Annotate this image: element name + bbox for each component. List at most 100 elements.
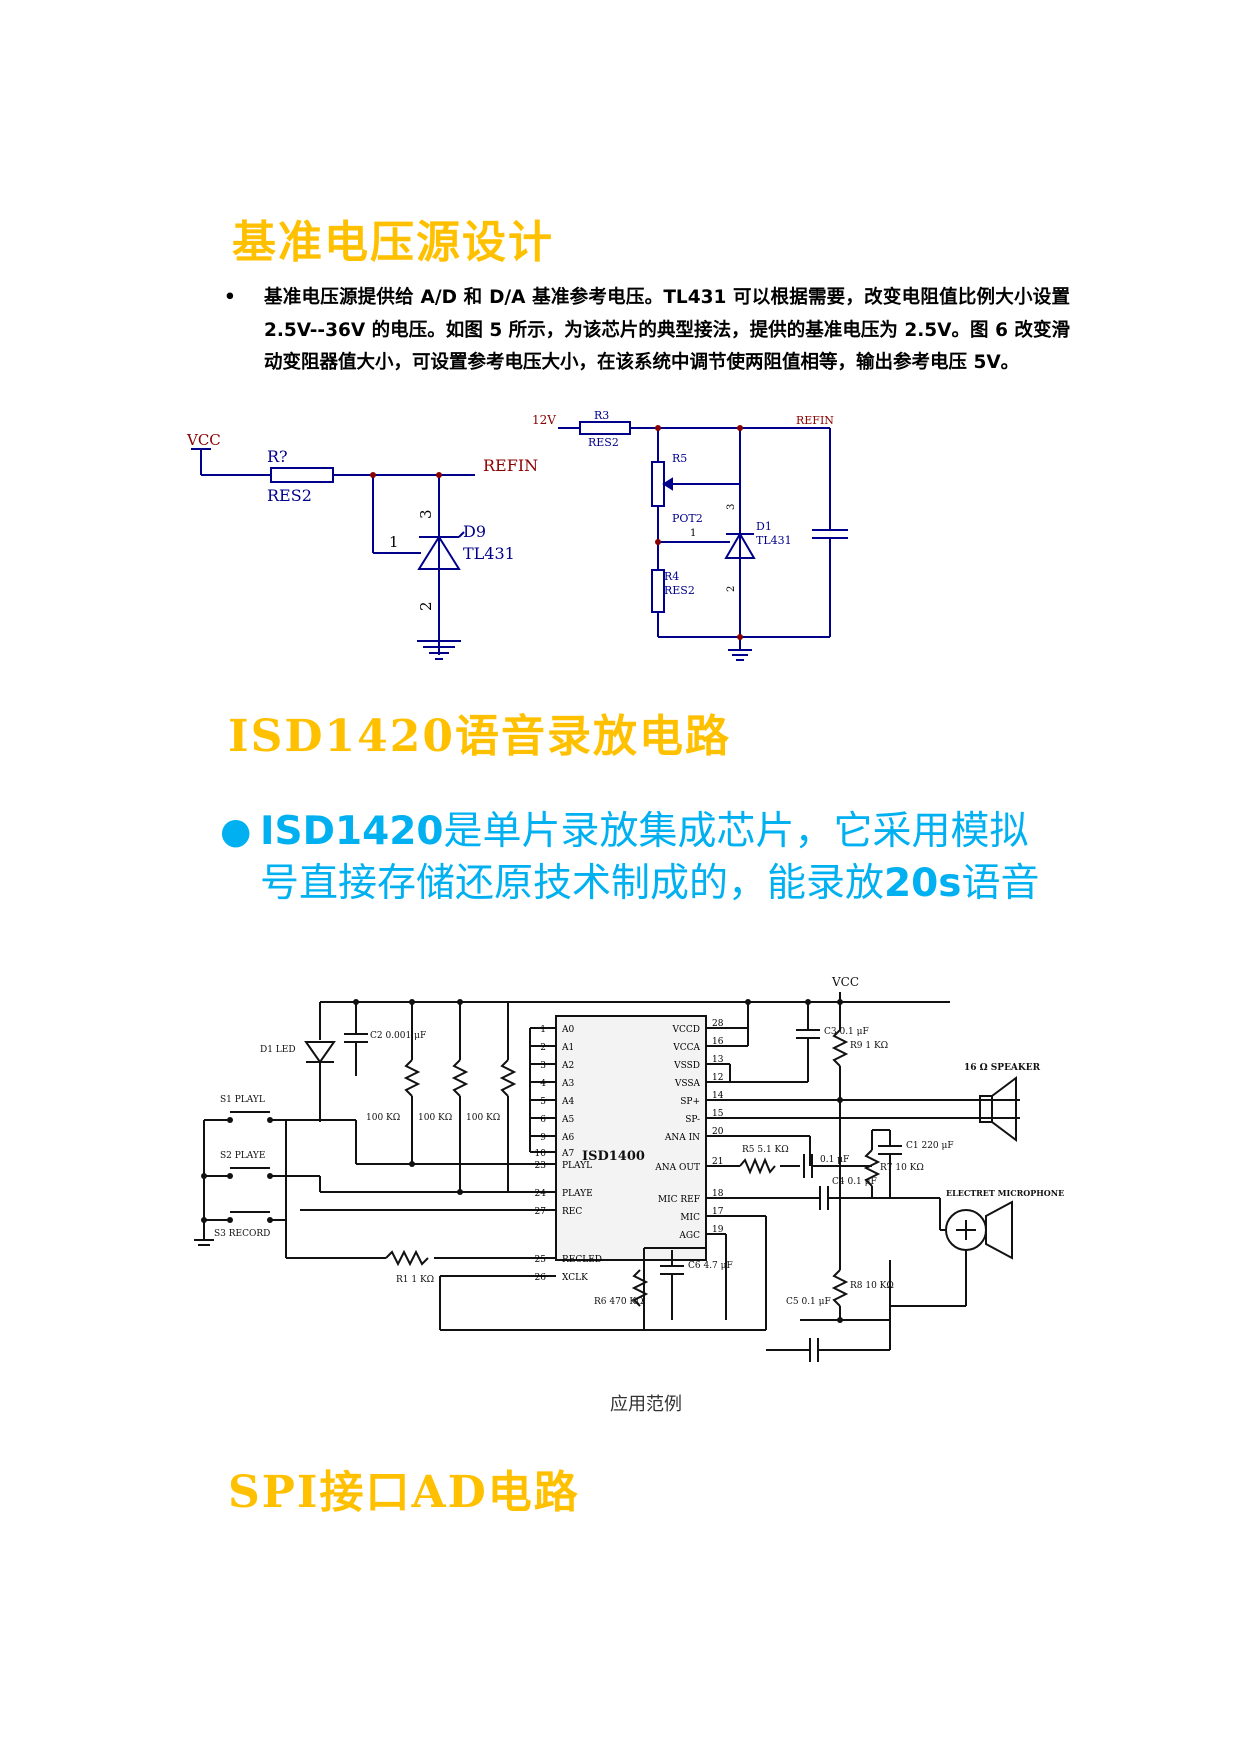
r9-label: R9 1 KΩ [850,1041,888,1051]
chip-pin-name: SP+ [680,1097,700,1107]
chip-pin-name: A1 [561,1043,574,1053]
chip-pin-name: AGC [678,1231,700,1241]
resistor-type: RES2 [267,486,312,505]
text-part-2: 语音 [961,861,1040,906]
chip-pin-number: 12 [712,1073,723,1083]
r6-label: R6 470 KΩ [594,1297,644,1307]
chip-pin-number: 5 [540,1097,546,1107]
diode-ref-b: D1 [756,520,772,533]
resistor-ref: R? [267,447,288,466]
bullet-blue: ● [220,811,252,852]
chip-pin-number: 6 [540,1115,546,1125]
pin-2: 2 [417,601,435,611]
c1-label: C1 220 μF [906,1141,954,1151]
mic-label: ELECTRET MICROPHONE [946,1188,1064,1198]
paragraph-text-blue: ISD1420是单片录放集成芯片，它采用模拟号直接存储还原技术制成的，能录放20… [260,806,1040,910]
diode-type-b: TL431 [756,534,792,547]
bold-duration: 20s [884,861,962,906]
paragraph-text: 基准电压源提供给 A/D 和 D/A 基准参考电压。TL431 可以根据需要，改… [264,287,1070,373]
bullet: • [224,287,236,308]
text-part-1: 是单片录放集成芯片，它采用模拟号直接存储还原技术制成的，能录放 [260,809,1029,906]
chip-pin-name: XCLK [562,1273,588,1283]
chip-pin-name: PLAYE [562,1189,593,1199]
chip-pin-name: A4 [561,1097,574,1107]
chip-pin-name: VSSA [674,1079,701,1089]
r8-label: R8 10 KΩ [850,1281,894,1291]
r7-label: R7 10 KΩ [880,1163,924,1173]
c4-label: C4 0.1 μF [832,1177,877,1187]
r3-label: 100 KΩ [418,1113,452,1123]
chip-pin-name: VSSD [673,1061,700,1071]
section-heading-reference: 基准电压源设计 [232,217,554,268]
chip-pin-number: 18 [712,1189,724,1199]
chip-pin-number: 2 [540,1043,546,1053]
r1-label: R1 1 KΩ [396,1275,434,1285]
chip-pin-name: MIC REF [658,1195,700,1205]
r5-label: R5 5.1 KΩ [742,1145,789,1155]
chip-pin-number: 26 [535,1273,547,1283]
c6-label: C6 4.7 μF [688,1261,733,1271]
r4-label: 100 KΩ [466,1113,500,1123]
r2-label: 100 KΩ [366,1113,400,1123]
c5-label: C5 0.1 μF [786,1297,831,1307]
diode-type: TL431 [463,544,515,563]
chip-pin-name: SP- [685,1115,700,1125]
speaker-label: 16 Ω SPEAKER [964,1063,1041,1073]
supply-label: 12V [532,413,556,427]
switch-s1: S1 PLAYL [220,1095,265,1105]
switch-s3: S3 RECORD [214,1229,270,1239]
c2-label: C2 0.001 μF [370,1031,426,1041]
chip-pin-name: RECLED [562,1255,602,1265]
vcc-label-isd: VCC [831,975,859,989]
switch-s2: S2 PLAYE [220,1151,265,1161]
chip-pin-name: ANA IN [664,1133,700,1143]
c7-label: 0.1 μF [820,1155,849,1165]
chip-pin-number: 20 [712,1127,724,1137]
vcc-label: VCC [186,431,221,449]
chip-pin-number: 16 [712,1037,724,1047]
pin-3-b: 3 [726,504,737,510]
chip-pin-name: REC [562,1207,582,1217]
chip-pin-number: 1 [540,1025,546,1035]
chip-pin-number: 13 [712,1055,724,1065]
tl431-basic-circuit: VCC R? RES2 REFIN D9 TL431 1 3 2 [186,431,538,660]
diode-ref: D9 [463,522,486,541]
chip-pin-name: ANA OUT [654,1163,700,1173]
chip-pin-number: 4 [540,1079,546,1089]
r4-type: RES2 [664,584,695,597]
r3-ref: R3 [594,409,609,422]
chip-pin-name: MIC [680,1213,700,1223]
pot-label: POT2 [672,512,703,525]
chip-pin-name: PLAYL [562,1161,592,1171]
chip-pin-name: A3 [561,1079,574,1089]
chip-pin-name: VCCA [672,1043,700,1053]
chip-pin-name: A5 [561,1115,574,1125]
bold-chip-name: ISD1420 [260,809,444,854]
figure-caption: 应用范例 [610,1394,682,1415]
c3-label: C3 0.1 μF [824,1027,869,1037]
r3-type: RES2 [588,436,619,449]
refin-label-b: REFIN [796,414,834,427]
r4-ref: R4 [664,570,679,583]
chip-label: ISD1400 [582,1149,645,1164]
chip-pin-number: 14 [712,1091,724,1101]
chip-pin-name: A6 [561,1133,574,1143]
chip-pin-name: A7 [561,1149,574,1159]
chip-pin-number: 17 [712,1207,724,1217]
chip-pin-number: 27 [535,1207,547,1217]
chip-pin-name: A2 [561,1061,574,1071]
section-heading-isd1420: ISD1420语音录放电路 [228,711,731,762]
pin-2-b: 2 [726,586,737,592]
chip-pin-number: 24 [535,1189,547,1199]
chip-pin-number: 19 [712,1225,724,1235]
chip-pin-name: VCCD [672,1025,701,1035]
led-label: D1 LED [260,1045,296,1055]
tl431-adjustable-circuit: 12V R3 RES2 REFIN R5 POT2 1 D1 TL431 R4 … [532,409,848,661]
pin-1: 1 [389,533,399,551]
chip-pin-number: 10 [535,1149,547,1159]
chip-pin-number: 25 [535,1255,547,1265]
chip-pin-number: 28 [712,1019,724,1029]
r5-ref: R5 [672,452,687,465]
chip-pin-number: 21 [712,1157,723,1167]
